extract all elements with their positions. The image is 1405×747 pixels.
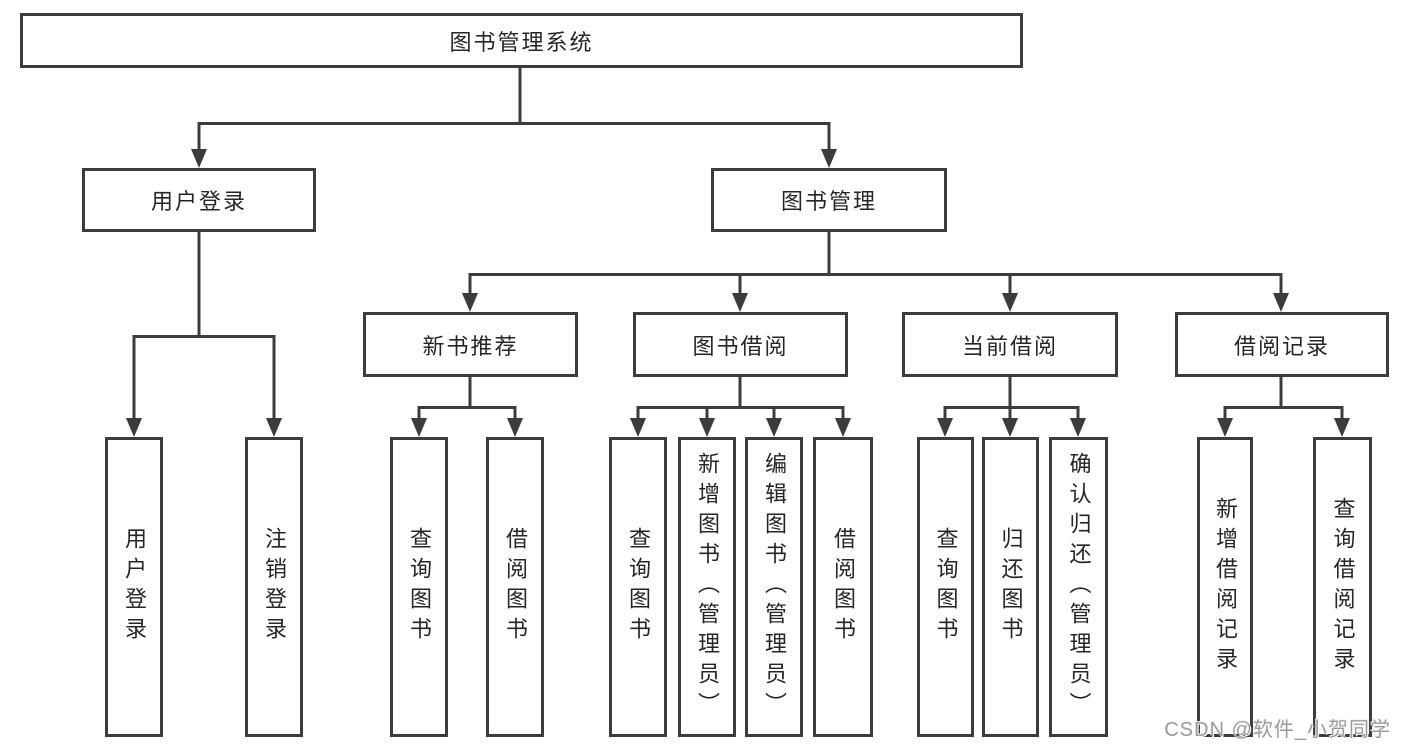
leaf-user-login: 用户登录 [105,437,163,737]
node-book-management: 图书管理 [711,168,947,232]
leaf-borrow-books-recommend: 借阅图书 [486,437,544,737]
leaf-logout-login: 注销登录 [245,437,303,737]
node-current-borrowing: 当前借阅 [902,312,1118,377]
leaf-query-books-borrow: 查询图书 [609,437,667,737]
node-borrowing-records: 借阅记录 [1175,312,1389,377]
leaf-add-borrow-record: 新增借阅记录 [1197,437,1253,737]
node-user-login: 用户登录 [82,168,316,232]
leaf-add-books-admin: 新增图书（管理员） [678,437,736,737]
node-library-management-system: 图书管理系统 [20,13,1023,68]
leaf-edit-books-admin: 编辑图书（管理员） [745,437,803,737]
leaf-query-books-current: 查询图书 [917,437,974,737]
leaf-confirm-return-admin: 确认归还（管理员） [1049,437,1108,737]
leaf-query-books-recommend: 查询图书 [390,437,448,737]
csdn-watermark: CSDN @软件_小贺同学 [1164,719,1391,741]
leaf-return-books: 归还图书 [982,437,1039,737]
leaf-query-borrow-record: 查询借阅记录 [1313,437,1372,737]
node-new-book-recommendation: 新书推荐 [363,312,578,377]
node-book-borrowing: 图书借阅 [633,312,848,377]
leaf-borrow-books: 借阅图书 [813,437,873,737]
